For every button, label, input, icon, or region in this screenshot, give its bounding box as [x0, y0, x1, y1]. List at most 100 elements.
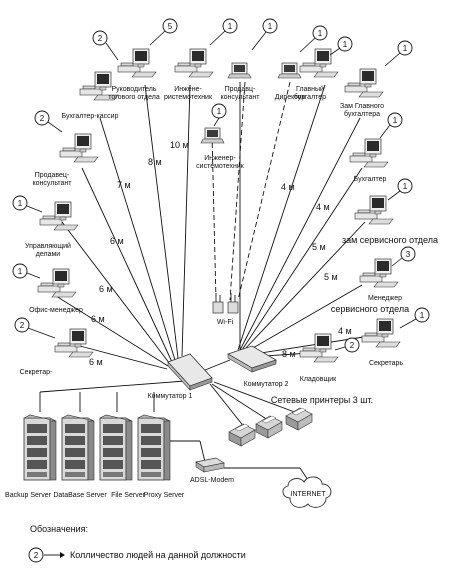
count-badge	[397, 178, 413, 194]
distance-label: 6 м	[110, 236, 124, 246]
workstation: 1 Управляющий делами	[12, 195, 79, 258]
workstation-label: Продавец-	[35, 172, 70, 179]
distance-label: 7 м	[117, 180, 131, 190]
adsl-modem: ADSL-Modem	[190, 457, 234, 484]
workstation: 1 Директор	[275, 25, 328, 101]
count-badge	[262, 18, 278, 34]
count-text: 1	[343, 40, 348, 49]
server: Backup Server	[5, 414, 57, 499]
distance-label: 8 м	[148, 157, 162, 167]
distance-label: 5 м	[324, 272, 338, 282]
servers: Backup Server DataBase Server File Serve…	[5, 414, 185, 499]
workstation: 1 Инжене- ристемотехник	[164, 18, 238, 101]
count-badge	[337, 36, 353, 52]
workstation-label: Офис-менеджер	[29, 307, 83, 314]
count-text: 2	[350, 341, 355, 350]
count-text: 1	[403, 182, 408, 191]
workstation-label: делами	[36, 251, 61, 258]
workstation-label: Руководитель	[111, 86, 156, 93]
distance-label: 10 м	[170, 140, 189, 150]
workstation-label: бухгалтер	[294, 93, 326, 101]
distance-label: 6 м	[89, 357, 103, 367]
workstation-label: консультант	[220, 94, 260, 101]
count-badge	[414, 307, 430, 323]
legend-text: Колличество людей на данной должности	[70, 550, 246, 560]
distance-label: 4 м	[281, 182, 295, 192]
workstation-label: системотехник	[196, 163, 245, 170]
workstation-label: Бухгалтер	[354, 176, 387, 183]
wifi-label: Wi-Fi	[217, 319, 234, 326]
count-text: 2	[20, 321, 25, 330]
workstation: 1 Инженер- системотехник	[196, 103, 245, 170]
workstation-label: Инжене-	[174, 86, 202, 93]
count-text: 5	[168, 22, 173, 31]
workstation-label: Управляющий	[25, 242, 71, 250]
workstation: 5 Руководитель тогового отдела	[108, 18, 178, 101]
count-badge	[387, 112, 403, 128]
workstation: 1 Офис-менеджер	[12, 263, 83, 314]
workstation-label: ристемотехник	[164, 94, 213, 101]
modem-label: ADSL-Modem	[190, 477, 234, 484]
switch-2-label: Коммутатор 2	[244, 381, 289, 388]
internet-cloud: INTERNET	[282, 476, 332, 508]
count-text: 1	[217, 107, 222, 116]
count-badge	[162, 18, 178, 34]
workstation: 2 Секретар-	[14, 317, 94, 376]
distance-label: 4 м	[316, 202, 330, 212]
count-text: 1	[403, 44, 408, 53]
workstation: 1 Зам Главного бухгалтера	[340, 40, 413, 118]
count-text: 1	[228, 22, 233, 31]
network-printers: Сетевые принтеры 3 шт.	[228, 395, 373, 447]
workstation: 2 Продавец- консультант	[32, 110, 99, 187]
workstation-label: Бухгалтер-кассир	[62, 113, 119, 120]
count-text: 1	[393, 116, 398, 125]
count-text: 3	[406, 250, 411, 259]
workstation-label: сервисного отдела	[331, 304, 409, 314]
distance-labels: 8 м 10 м 7 м 6 м 6 м 6 м 6 м 4 м 4 м 5 м…	[89, 140, 352, 367]
printers-label: Сетевые принтеры 3 шт.	[271, 395, 373, 405]
switch-1: Коммутатор 1	[148, 353, 213, 400]
workstation-label: Главный	[296, 85, 324, 93]
server-label: Backup Server	[5, 492, 52, 499]
distance-label: 4 м	[338, 326, 352, 336]
workstation-label: Зам Главного	[340, 103, 384, 110]
workstation-label: тогового отдела	[108, 94, 160, 101]
workstation-label: Кладовщик	[300, 376, 337, 383]
wifi-access-point: Wi-Fi	[212, 293, 239, 326]
count-badge	[222, 18, 238, 34]
workstation: 1 зам сервисного отдела	[342, 178, 438, 245]
workstation: 1 Бухгалтер	[349, 112, 403, 183]
count-text: 1	[420, 311, 425, 320]
workstation-label: Продавц-	[225, 86, 256, 93]
count-badge	[92, 30, 108, 46]
count-text: 1	[18, 199, 23, 208]
switch-1-label: Коммутатор 1	[148, 393, 193, 400]
server: Proxy Server	[137, 414, 185, 499]
workstation-label: зам сервисного отдела	[342, 235, 438, 245]
legend: Обозначения: 2 Колличество людей на данн…	[28, 524, 246, 563]
legend-title: Обозначения:	[30, 524, 88, 534]
server-label: DataBase Server	[53, 492, 107, 499]
workstation-label: Секретар-	[20, 369, 53, 376]
workstation: 2 Бухгалтер-кассир	[62, 30, 119, 120]
distance-label: 5 м	[312, 242, 326, 252]
workstation: 1 Продавц- консультант	[220, 18, 278, 101]
count-badge	[397, 40, 413, 56]
count-text: 2	[98, 34, 103, 43]
distance-label: 6 м	[99, 284, 113, 294]
server: File Server	[99, 414, 146, 499]
workstation-label: Секретарь	[369, 360, 403, 367]
count-text: 2	[40, 114, 45, 123]
distance-label: 6 м	[91, 314, 105, 324]
server-label: Proxy Server	[144, 492, 185, 499]
switch-2: Коммутатор 2	[227, 345, 289, 388]
count-badge	[344, 337, 360, 353]
wifi-links	[211, 81, 291, 301]
count-badge	[12, 263, 28, 279]
count-badge	[34, 110, 50, 126]
internet-label: INTERNET	[291, 491, 327, 498]
distance-label: 8 м	[282, 349, 296, 359]
workstation-label: Менеджер	[368, 295, 402, 302]
count-badge	[12, 195, 28, 211]
